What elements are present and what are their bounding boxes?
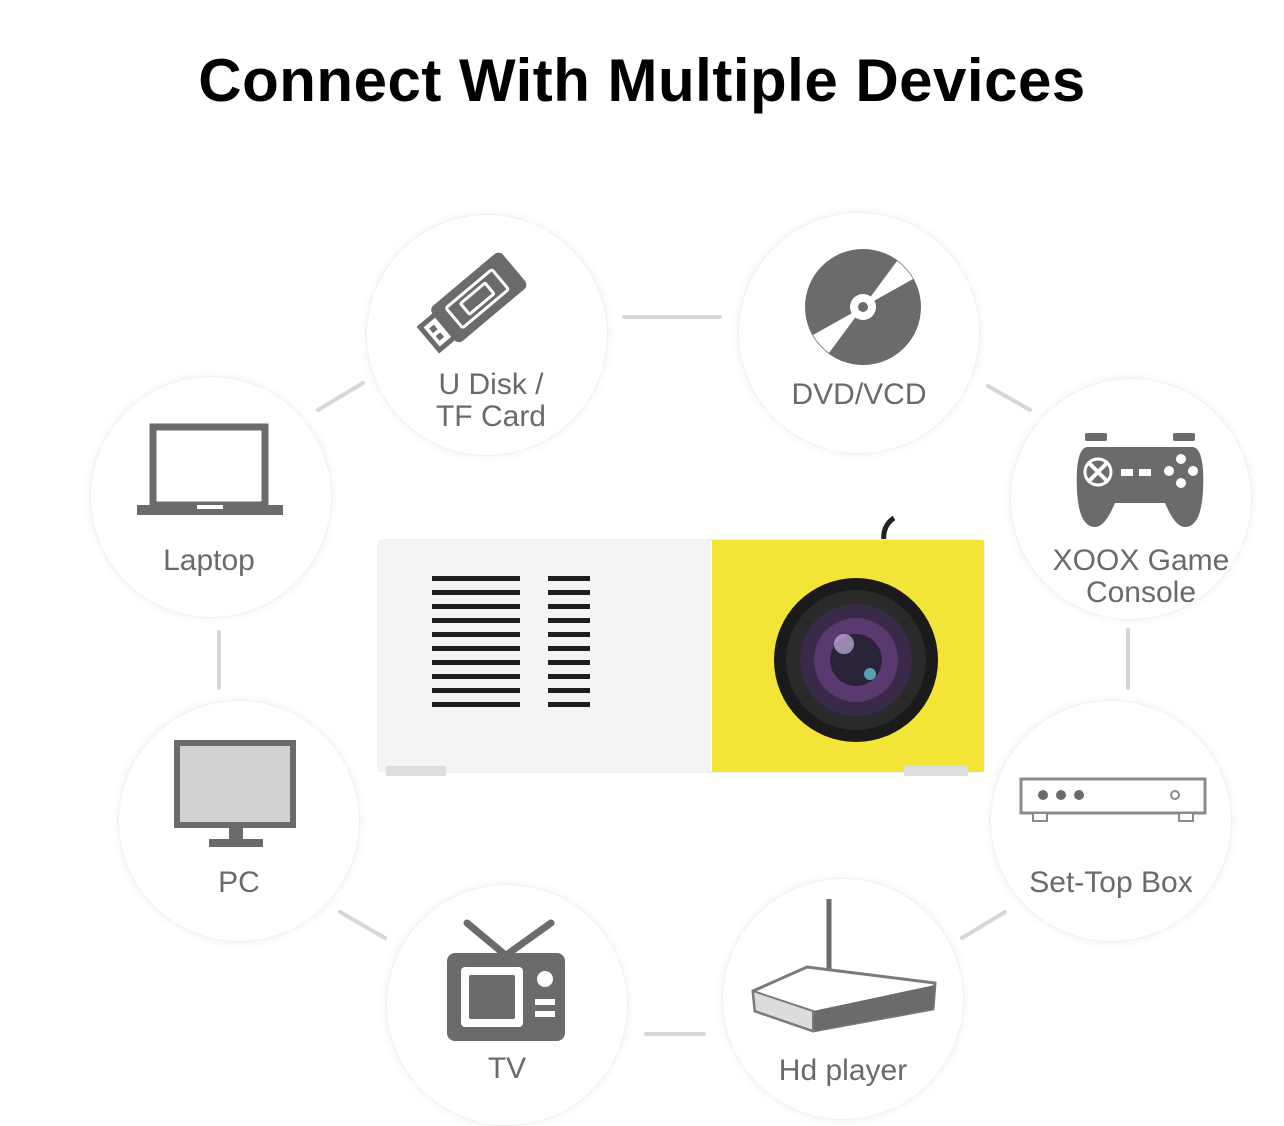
device-dvd: DVD/VCD (738, 212, 980, 454)
disc-icon (805, 249, 921, 365)
device-set-top-box: Set-Top Box (990, 700, 1232, 942)
device-label: XOOX Game Console (1052, 544, 1230, 609)
tv-icon (447, 919, 565, 1041)
device-label: DVD/VCD (791, 378, 927, 411)
device-label: Set-Top Box (1029, 866, 1193, 899)
device-game-console: XOOX Game Console (1010, 378, 1252, 620)
projector-image (377, 515, 985, 776)
page-title: Connect With Multiple Devices (198, 47, 1086, 114)
router-icon (751, 899, 937, 1033)
device-label: PC (218, 866, 260, 899)
device-hd-player: Hd player (722, 878, 964, 1120)
device-label: Laptop (163, 544, 255, 577)
set-top-box-icon (1019, 777, 1207, 822)
device-u-disk: U Disk / TF Card (366, 214, 608, 456)
device-tv: TV (386, 884, 628, 1126)
laptop-icon (137, 423, 283, 515)
device-label: U Disk / TF Card (435, 368, 546, 433)
device-pc: PC (118, 700, 360, 942)
device-laptop: Laptop (90, 376, 332, 618)
device-label: TV (487, 1052, 527, 1085)
device-label: Hd player (778, 1054, 908, 1087)
monitor-icon (174, 740, 296, 847)
gamepad-icon (1076, 433, 1204, 527)
usb-drive-icon (416, 252, 527, 354)
